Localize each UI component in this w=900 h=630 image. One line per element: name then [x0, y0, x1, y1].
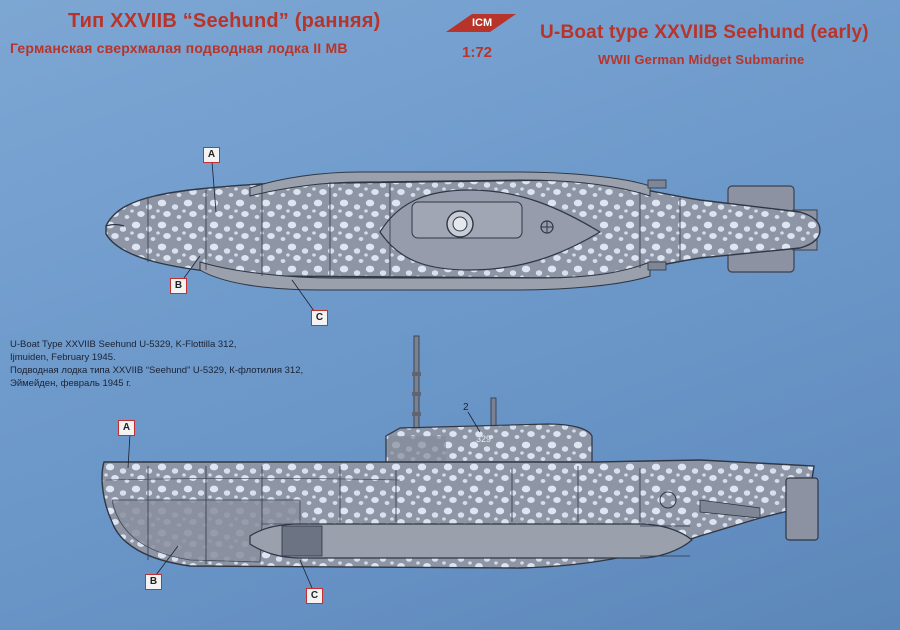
side-view [101, 335, 819, 569]
callout-b-top: B [170, 278, 187, 294]
caption: U-Boat Type XXVIIB Seehund U-5329, K-Flo… [10, 338, 303, 390]
caption-line: U-Boat Type XXVIIB Seehund U-5329, K-Flo… [10, 339, 237, 350]
subtitle-en: WWII German Midget Submarine [598, 52, 805, 67]
title-ru: Тип XXVIIB “Seehund” (ранняя) [68, 10, 381, 32]
callout-c-top: C [311, 310, 328, 326]
rudder-shape [785, 477, 819, 541]
torpedo-shape [249, 523, 693, 559]
callout-leaders [127, 161, 315, 589]
callout-a-top: A [203, 147, 220, 163]
callout-a-side: A [118, 420, 135, 436]
callout-c-side: C [306, 588, 323, 604]
subtitle-ru: Германская сверхмалая подводная лодка II… [10, 40, 348, 56]
caption-line: Эймейден, февраль 1945 г. [10, 378, 132, 389]
scale-label: 1:72 [462, 44, 493, 61]
brand-text: ICM [472, 17, 492, 29]
title-en: U-Boat type XXVIIB Seehund (early) [540, 22, 869, 43]
hull-number: 329 [476, 434, 491, 444]
caption-line: Ijmuiden, February 1945. [10, 352, 116, 363]
callout-b-side: B [145, 574, 162, 590]
icm-logo: ICM [446, 14, 516, 32]
caption-line: Подводная лодка типа XXVIIB “Seehund” U-… [10, 365, 304, 376]
periscope-shape [413, 335, 420, 435]
marking-number: 2 [463, 402, 469, 413]
top-view [105, 171, 821, 291]
